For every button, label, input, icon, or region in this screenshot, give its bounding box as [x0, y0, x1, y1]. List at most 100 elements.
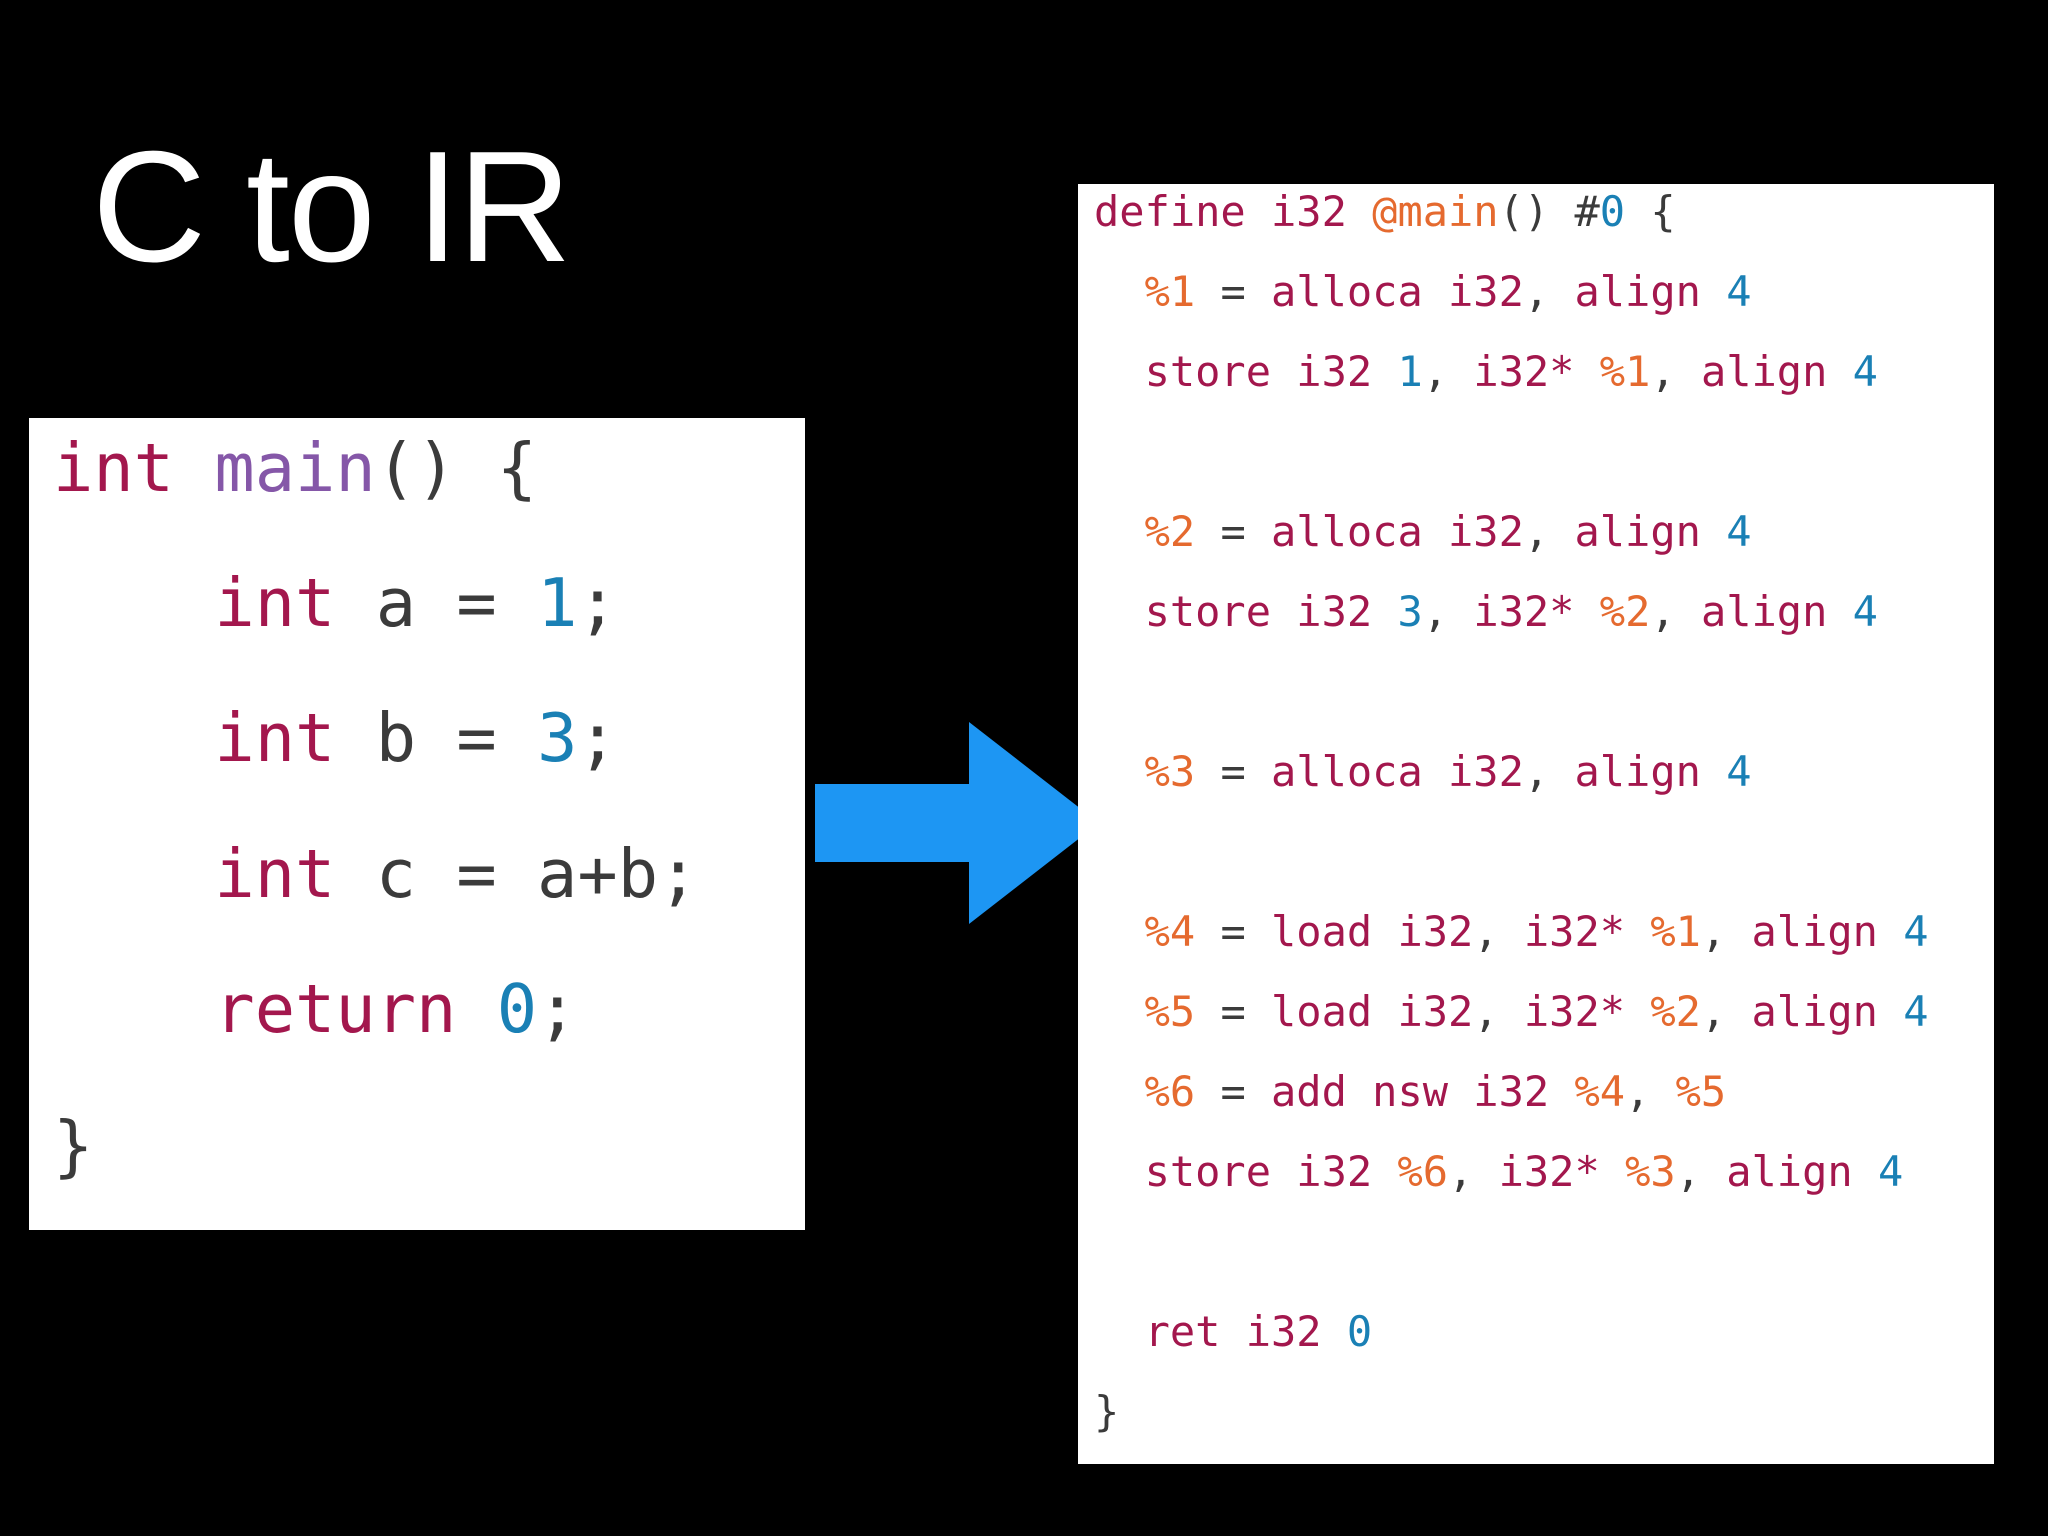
ir-code-token-keyword: ret i32: [1144, 1307, 1322, 1356]
ir-code-line: store i32 1, i32* %1, align 4: [1094, 351, 1878, 393]
ir-code-line: %2 = alloca i32, align 4: [1094, 511, 1752, 553]
ir-code-token-plain: [1094, 1147, 1145, 1196]
c-code-line: return 0;: [53, 976, 577, 1043]
ir-code-token-plain: ,: [1448, 1147, 1499, 1196]
ir-code-token-number: 4: [1726, 267, 1752, 316]
ir-code-token-plain: ,: [1700, 987, 1752, 1036]
ir-code-token-register: %2: [1144, 507, 1196, 556]
ir-code-token-plain: [1094, 587, 1145, 636]
ir-code-token-keyword: i32*: [1473, 587, 1575, 636]
ir-code-token-register: %5: [1675, 1067, 1727, 1116]
ir-code-token-plain: ,: [1675, 1147, 1727, 1196]
ir-code-line: ret i32 0: [1094, 1311, 1373, 1353]
c-code-token-plain: }: [53, 1107, 94, 1185]
ir-code-token-keyword: alloca i32: [1271, 267, 1524, 316]
ir-code-token-keyword: load i32: [1271, 907, 1474, 956]
c-code-token-plain: a =: [335, 564, 538, 642]
ir-code-token-plain: =: [1195, 1067, 1272, 1116]
c-code-token-plain: [53, 699, 214, 777]
ir-code-token-plain: [1372, 587, 1397, 636]
ir-code-token-plain: ,: [1473, 987, 1524, 1036]
ir-code-token-number: 4: [1877, 1147, 1904, 1196]
ir-code-token-register: %4: [1574, 1067, 1626, 1116]
ir-code-token-number: 4: [1852, 587, 1878, 636]
c-code-token-number: 0: [496, 970, 538, 1048]
ir-code-token-plain: ,: [1650, 587, 1701, 636]
ir-code-line: store i32 3, i32* %2, align 4: [1094, 591, 1878, 633]
ir-code-token-plain: [1625, 987, 1650, 1036]
ir-code-token-plain: [1094, 747, 1145, 796]
ir-code-token-plain: ,: [1650, 347, 1701, 396]
ir-code-token-keyword: align: [1751, 987, 1878, 1036]
ir-code-token-keyword: i32*: [1523, 987, 1626, 1036]
ir-code-token-number: 4: [1726, 747, 1752, 796]
ir-code-token-plain: [1701, 507, 1726, 556]
ir-code-token-plain: [1701, 747, 1726, 796]
ir-code-token-register: %4: [1144, 907, 1196, 956]
ir-code-token-keyword: define: [1094, 187, 1246, 236]
c-code-token-plain: () {: [375, 429, 538, 507]
ir-code-token-register: %5: [1144, 987, 1196, 1036]
ir-code-token-number: 0: [1599, 187, 1626, 236]
ir-code-token-plain: [1549, 1067, 1574, 1116]
ir-code-token-plain: [1372, 347, 1397, 396]
ir-code-token-number: 3: [1397, 587, 1423, 636]
ir-code-token-plain: [1827, 587, 1852, 636]
ir-code-token-plain: [1600, 1147, 1625, 1196]
ir-code-token-keyword: align: [1574, 747, 1701, 796]
c-code-token-plain: [456, 970, 496, 1048]
ir-code-token-plain: ,: [1523, 747, 1575, 796]
ir-code-token-plain: [1094, 1067, 1145, 1116]
c-code-token-plain: [53, 835, 214, 913]
c-code-line: int main() {: [53, 435, 537, 502]
ir-code-line: store i32 %6, i32* %3, align 4: [1094, 1151, 1904, 1193]
ir-code-token-keyword: i32: [1245, 187, 1373, 236]
c-code-token-plain: ;: [577, 564, 618, 642]
ir-code-line: %5 = load i32, i32* %2, align 4: [1094, 991, 1929, 1033]
c-code-token-plain: [174, 429, 214, 507]
ir-code-token-keyword: align: [1574, 267, 1701, 316]
ir-code-token-plain: [1372, 1147, 1397, 1196]
ir-code-token-keyword: align: [1700, 347, 1828, 396]
ir-code-token-number: 0: [1346, 1307, 1373, 1356]
ir-code-token-keyword: store i32: [1144, 587, 1373, 636]
llvm-ir-code-panel: define i32 @main() #0 { %1 = alloca i32,…: [1078, 184, 1994, 1464]
right-arrow-icon: [815, 722, 1099, 924]
c-code-token-keyword: int: [214, 564, 336, 642]
ir-code-token-keyword: add nsw i32: [1271, 1067, 1550, 1116]
ir-code-token-plain: [1094, 267, 1145, 316]
ir-code-line: %4 = load i32, i32* %1, align 4: [1094, 911, 1929, 953]
c-code-line: }: [53, 1113, 93, 1180]
ir-code-token-plain: =: [1195, 507, 1272, 556]
ir-code-token-plain: [1322, 1307, 1347, 1356]
ir-code-token-register: %1: [1650, 907, 1701, 956]
ir-code-line: %3 = alloca i32, align 4: [1094, 751, 1752, 793]
c-code-token-plain: ;: [537, 970, 578, 1048]
c-code-token-plain: c = a+b;: [335, 835, 699, 913]
ir-code-token-plain: =: [1195, 907, 1272, 956]
ir-code-token-register: %2: [1650, 987, 1701, 1036]
ir-code-token-keyword: i32*: [1523, 907, 1626, 956]
ir-code-token-register: %1: [1599, 347, 1651, 396]
ir-code-token-plain: [1878, 907, 1903, 956]
ir-code-token-plain: [1878, 987, 1903, 1036]
ir-code-token-plain: [1094, 507, 1145, 556]
ir-code-token-keyword: load i32: [1271, 987, 1474, 1036]
ir-code-token-register: %3: [1625, 1147, 1676, 1196]
slide-title: C to IR: [92, 119, 572, 295]
ir-code-token-register: %2: [1599, 587, 1651, 636]
ir-code-token-plain: [1094, 987, 1145, 1036]
ir-code-token-plain: [1094, 347, 1145, 396]
c-code-line: int a = 1;: [53, 570, 617, 637]
ir-code-line: }: [1094, 1391, 1119, 1433]
ir-code-token-register: %1: [1144, 267, 1196, 316]
ir-code-token-keyword: align: [1700, 587, 1828, 636]
ir-code-token-plain: {: [1625, 187, 1676, 236]
ir-code-line: define i32 @main() #0 {: [1094, 191, 1676, 233]
ir-code-token-plain: [1574, 587, 1599, 636]
ir-code-token-keyword: align: [1726, 1147, 1853, 1196]
ir-code-token-plain: ,: [1523, 507, 1575, 556]
ir-code-token-keyword: alloca i32: [1271, 747, 1524, 796]
ir-code-token-keyword: align: [1751, 907, 1878, 956]
ir-code-token-number: 4: [1726, 507, 1752, 556]
